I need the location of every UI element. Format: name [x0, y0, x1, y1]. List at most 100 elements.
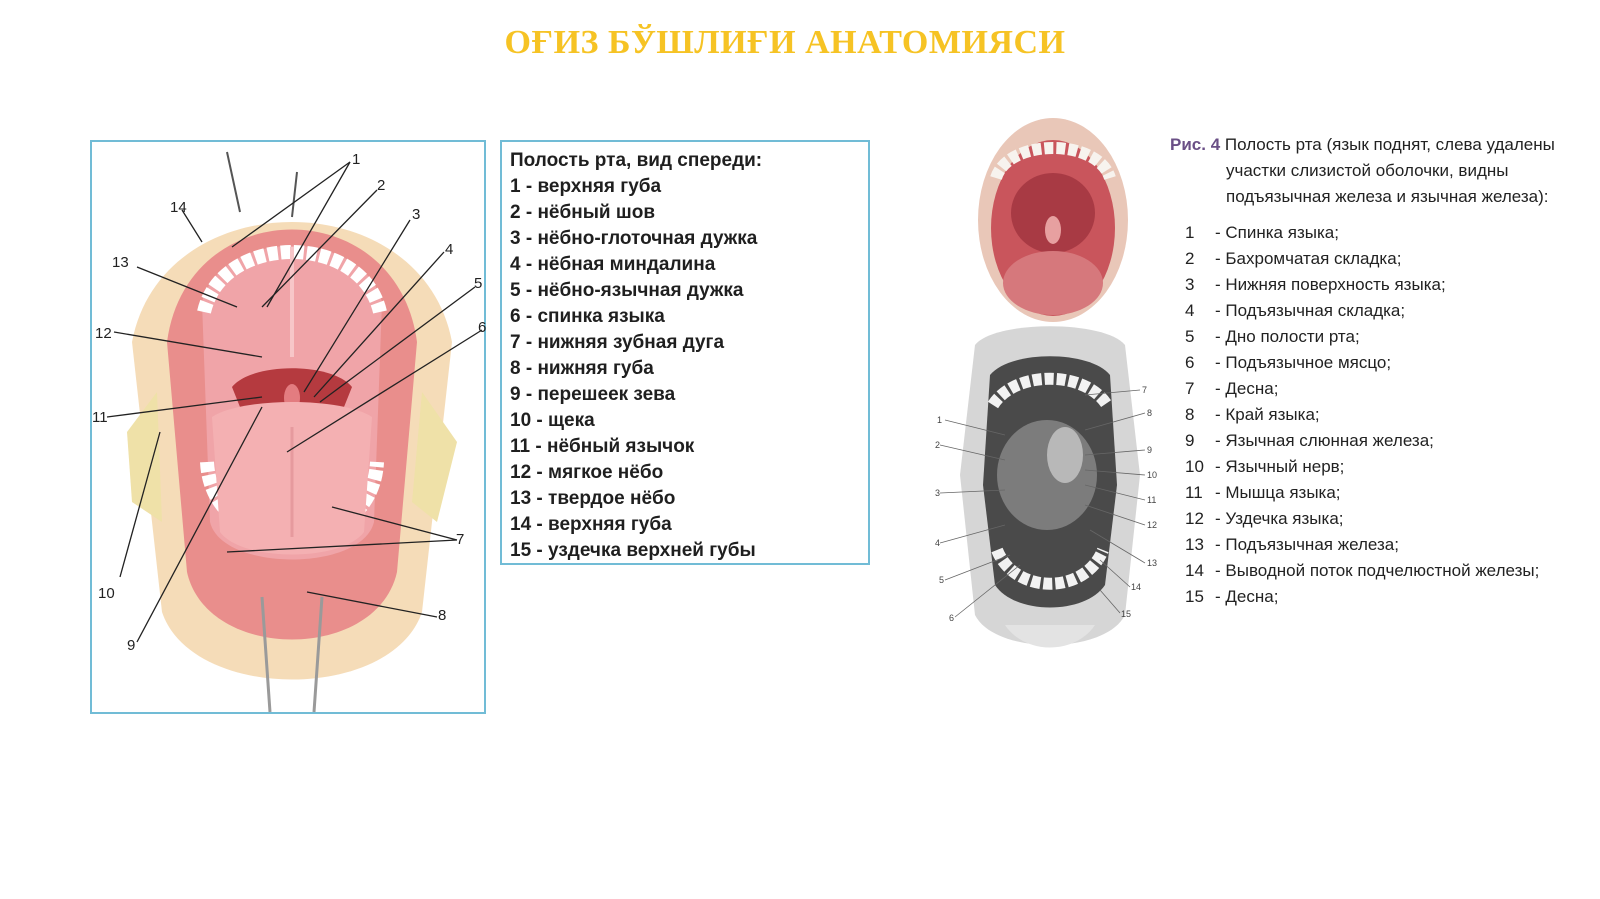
- list-item-text: - Спинка языка;: [1215, 223, 1339, 242]
- bw-number-4: 4: [935, 538, 940, 548]
- photo-tongue: [1003, 251, 1103, 315]
- legend-box: Полость рта, вид спереди: 1 - верхняя гу…: [500, 140, 870, 565]
- legend-item: 14 - верхняя губа: [510, 514, 672, 535]
- fig-number-12: 12: [95, 325, 112, 342]
- legend-item: 1 - верхняя губа: [510, 176, 662, 197]
- list-item-text: - Выводной поток подчелюстной железы;: [1215, 561, 1540, 580]
- legend-item: 11 - нёбный язычок: [510, 436, 695, 457]
- bw-lower-teeth: [991, 547, 1109, 590]
- upper-lip-retractor: [226, 151, 298, 218]
- bw-number-13: 13: [1147, 558, 1157, 568]
- legend-item: 12 - мягкое нёбо: [510, 462, 664, 483]
- list-item-number: 8: [1185, 405, 1195, 424]
- list-item: 5 - Дно полости рта;: [1185, 324, 1585, 350]
- lower-lip-retractor: [260, 596, 324, 713]
- bw-number-10: 10: [1147, 470, 1157, 480]
- bw-number-11: 11: [1147, 495, 1156, 505]
- legend-item: 5 - нёбно-язычная дужка: [510, 280, 744, 301]
- list-item-text: - Подъязычная складка;: [1215, 301, 1406, 320]
- list-item: 13 - Подъязычная железа;: [1185, 532, 1585, 558]
- list-item: 15 - Десна;: [1185, 584, 1585, 610]
- list-item-number: 9: [1185, 431, 1195, 450]
- fig-number-9: 9: [127, 637, 135, 654]
- fig-number-8: 8: [438, 607, 446, 624]
- list-item: 6 - Подъязычное мясцо;: [1185, 350, 1585, 376]
- legend-item: 15 - уздечка верхней губы: [510, 540, 756, 561]
- bw-upper-teeth: [987, 372, 1113, 409]
- bw-gland: [1047, 427, 1083, 483]
- photo-uvula: [1045, 216, 1061, 244]
- list-item-number: 15: [1185, 587, 1204, 606]
- caption-text-2: участки слизистой оболочки, видны: [1226, 161, 1509, 180]
- bw-number-7: 7: [1142, 385, 1147, 395]
- list-item: 8 - Край языка;: [1185, 402, 1585, 428]
- list-item-text: - Мышца языка;: [1215, 483, 1341, 502]
- list-item-text: - Уздечка языка;: [1215, 509, 1344, 528]
- photo-teeth: [990, 142, 1116, 181]
- list-item-number: 5: [1185, 327, 1195, 346]
- bw-number-14: 14: [1131, 582, 1141, 592]
- legend-item: 8 - нижняя губа: [510, 358, 654, 379]
- list-item-number: 11: [1185, 483, 1203, 502]
- list-item: 7- Десна;: [1185, 376, 1585, 402]
- list-item: 14 - Выводной поток подчелюстной железы;: [1185, 558, 1585, 584]
- fig-number-7: 7: [456, 531, 464, 548]
- fig-number-6: 6: [478, 319, 486, 336]
- legend-item: 3 - нёбно-глоточная дужка: [510, 228, 758, 249]
- bw-number-2: 2: [935, 440, 940, 450]
- legend-item: 4 - нёбная миндалина: [510, 254, 716, 275]
- mouth-illustration: 1 2 3 4 5 6 7 8 9 10 11 12 13 14: [92, 151, 486, 713]
- list-item: 4- Подъязычная складка;: [1185, 298, 1585, 324]
- fig-number-5: 5: [474, 275, 482, 292]
- fig-number-14: 14: [170, 199, 187, 216]
- bw-number-15: 15: [1121, 609, 1131, 619]
- bw-leader-lines: [939, 389, 1146, 618]
- list-item-text: - Подъязычная железа;: [1215, 535, 1399, 554]
- list-item-number: 1: [1185, 223, 1195, 242]
- legend-heading: Полость рта, вид спереди:: [510, 150, 763, 171]
- list-item-number: 14: [1185, 561, 1204, 580]
- legend-item: 2 - нёбный шов: [510, 202, 656, 223]
- caption-line-1: Рис. 4 Полость рта (язык поднят, слева у…: [1170, 132, 1590, 158]
- fig-number-11: 11: [92, 409, 108, 426]
- right-cheek-shape: [412, 392, 457, 522]
- list-item: 1 - Спинка языка;: [1185, 220, 1585, 246]
- photo-palate: [1011, 173, 1095, 253]
- list-item-number: 2: [1185, 249, 1195, 268]
- bw-number-6: 6: [949, 613, 954, 623]
- bw-tongue: [997, 420, 1097, 530]
- list-item-number: 12: [1185, 509, 1204, 528]
- fig-number-1: 1: [352, 151, 360, 168]
- fig-number-4: 4: [445, 241, 453, 258]
- list-item-text: - Десна;: [1215, 587, 1279, 606]
- list-item-text: - Десна;: [1215, 379, 1279, 398]
- bw-number-5: 5: [939, 575, 944, 585]
- list-item-number: 13: [1185, 535, 1204, 554]
- fig-number-13: 13: [112, 254, 129, 271]
- legend-item: 10 - щека: [510, 410, 595, 431]
- list-item: 11 - Мышца языка;: [1185, 480, 1585, 506]
- caption-text-3: подъязычная железа и язычная железа):: [1226, 187, 1549, 206]
- bw-number-1: 1: [937, 415, 942, 425]
- tongue-raised-figure: 1 2 3 4 5 6 7 8 9 10 11 12 13 14 15: [935, 326, 1157, 648]
- list-item-text: - Подъязычное мясцо;: [1215, 353, 1392, 372]
- list-item-number: 6: [1185, 353, 1195, 372]
- list-item-text: - Нижняя поверхность языка;: [1215, 275, 1446, 294]
- caption-text-1: Полость рта (язык поднят, слева удалены: [1224, 135, 1555, 154]
- list-item-text: - Бахромчатая складка;: [1215, 249, 1402, 268]
- list-item-text: - Язычная слюнная железа;: [1215, 431, 1434, 450]
- list-item-text: - Край языка;: [1215, 405, 1320, 424]
- mouth-front-view-figure: 1 2 3 4 5 6 7 8 9 10 11 12 13 14: [90, 140, 486, 714]
- list-item: 12 - Уздечка языка;: [1185, 506, 1585, 532]
- legend-item: 9 - перешеек зева: [510, 384, 676, 405]
- page-title: ОҒИЗ БЎШЛИҒИ АНАТОМИЯСИ: [504, 24, 1066, 61]
- fig-number-10: 10: [98, 585, 115, 602]
- bw-number-9: 9: [1147, 445, 1152, 455]
- list-item-text: - Дно полости рта;: [1215, 327, 1360, 346]
- caption-fig-label: Рис. 4: [1170, 135, 1221, 154]
- upper-teeth-arc: [197, 245, 387, 314]
- right-legend-list: 1 - Спинка языка; 2 - Бахромчатая складка;…: [1185, 220, 1585, 610]
- leader-lines: [106, 161, 483, 643]
- list-item-number: 3: [1185, 275, 1195, 294]
- figure-caption: Рис. 4 Полость рта (язык поднят, слева у…: [1170, 132, 1590, 210]
